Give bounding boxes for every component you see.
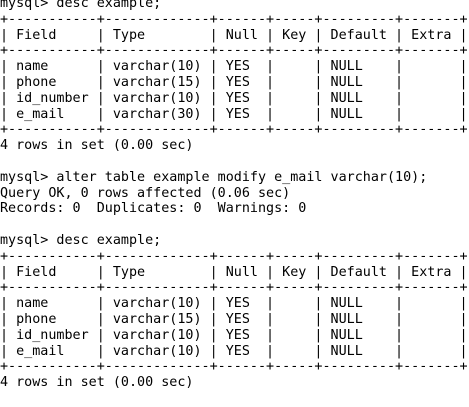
table-border: +-----------+-------------+------+-----+… bbox=[0, 280, 468, 296]
table-border: +-----------+-------------+------+-----+… bbox=[0, 248, 468, 264]
blank-line bbox=[0, 217, 469, 233]
blank-line bbox=[0, 154, 469, 170]
terminal-output: mysql> desc example;+-----------+-------… bbox=[0, 0, 469, 391]
table-row: | name | varchar(10) | YES | | NULL | | bbox=[0, 296, 468, 312]
table-header-row: | Field | Type | Null | Key | Default | … bbox=[0, 264, 468, 280]
terminal-line-prompt: mysql> desc example; bbox=[0, 0, 162, 11]
table-border: +-----------+-------------+------+-----+… bbox=[0, 11, 468, 27]
terminal-line-prompt: mysql> desc example; bbox=[0, 232, 162, 248]
table-row: | e_mail | varchar(30) | YES | | NULL | … bbox=[0, 106, 468, 122]
query-records-summary: Records: 0 Duplicates: 0 Warnings: 0 bbox=[0, 201, 307, 217]
table-border: +-----------+-------------+------+-----+… bbox=[0, 122, 468, 138]
result-summary: 4 rows in set (0.00 sec) bbox=[0, 375, 194, 391]
table-row: | e_mail | varchar(10) | YES | | NULL | … bbox=[0, 343, 468, 359]
table-row: | phone | varchar(15) | YES | | NULL | | bbox=[0, 311, 468, 327]
table-row: | id_number | varchar(10) | YES | | NULL… bbox=[0, 90, 468, 106]
table-border: +-----------+-------------+------+-----+… bbox=[0, 43, 468, 59]
table-row: | id_number | varchar(10) | YES | | NULL… bbox=[0, 327, 468, 343]
query-status: Query OK, 0 rows affected (0.06 sec) bbox=[0, 185, 291, 201]
table-header-row: | Field | Type | Null | Key | Default | … bbox=[0, 27, 468, 43]
terminal-line-prompt: mysql> alter table example modify e_mail… bbox=[0, 169, 428, 185]
table-row: | name | varchar(10) | YES | | NULL | | bbox=[0, 59, 468, 75]
result-summary: 4 rows in set (0.00 sec) bbox=[0, 138, 194, 154]
table-row: | phone | varchar(15) | YES | | NULL | | bbox=[0, 74, 468, 90]
table-border: +-----------+-------------+------+-----+… bbox=[0, 359, 468, 375]
